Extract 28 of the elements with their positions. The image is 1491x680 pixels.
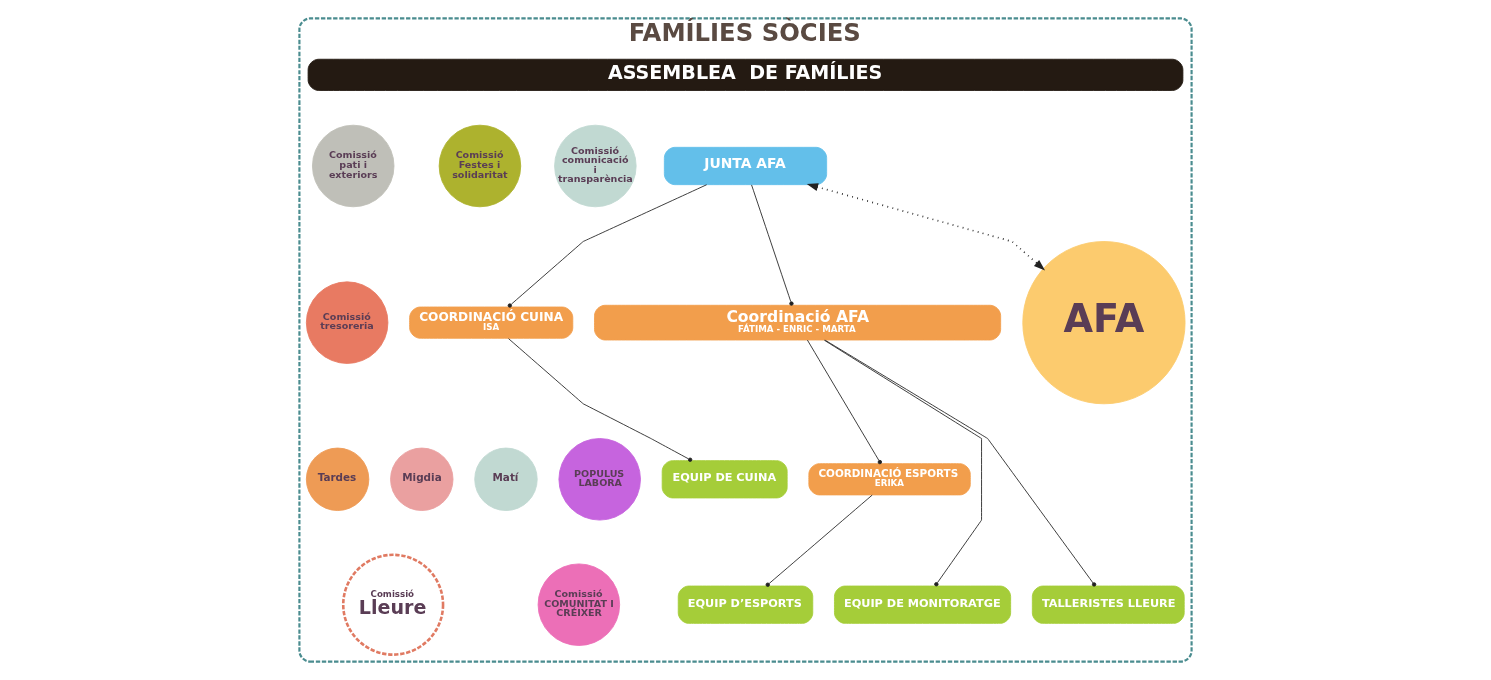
arrow — [806, 183, 1046, 271]
node-box: JUNTA AFA — [663, 146, 828, 186]
node-box: COORDINACIÓ ESPORTS ERIKA — [808, 463, 971, 496]
connector — [806, 339, 883, 465]
connector — [823, 339, 982, 587]
connector — [765, 494, 873, 587]
node-box: COORDINACIÓ CUINA ISA — [409, 306, 574, 339]
node-circle: AFA — [1022, 241, 1186, 405]
node-box: EQUIP DE CUINA — [661, 460, 788, 499]
node-circle: Matí — [474, 447, 538, 511]
node-circle: Comissió Lleure — [341, 553, 445, 656]
node-circle: POPULUS LABORA — [558, 438, 641, 521]
node-box: Coordinació AFA FÁTIMA - ENRIC - MARTA — [594, 304, 1002, 341]
node-circle: Comissió tresoreria — [305, 281, 389, 364]
node-circle: Comissió comunicació i transparència — [554, 124, 637, 208]
connector — [751, 184, 794, 306]
node-circle: Comissió pati i exteriors — [312, 124, 395, 208]
node-box: EQUIP D’ESPORTS — [677, 585, 814, 624]
node-box: EQUIP DE MONITORATGE — [834, 585, 1012, 624]
connector — [508, 338, 693, 462]
connector — [824, 339, 1097, 587]
connector — [507, 184, 708, 308]
node-box: ASSEMBLEA DE FAMÍLIES — [307, 58, 1184, 91]
node-circle: Comissió Festes i solidaritat — [438, 124, 522, 208]
node-circle: Comissió COMUNITAT I CRÉIXER — [537, 563, 621, 646]
node-box: TALLERISTES LLEURE — [1031, 585, 1185, 624]
node-circle: Tardes — [305, 447, 370, 511]
node-circle: Migdia — [390, 447, 454, 511]
